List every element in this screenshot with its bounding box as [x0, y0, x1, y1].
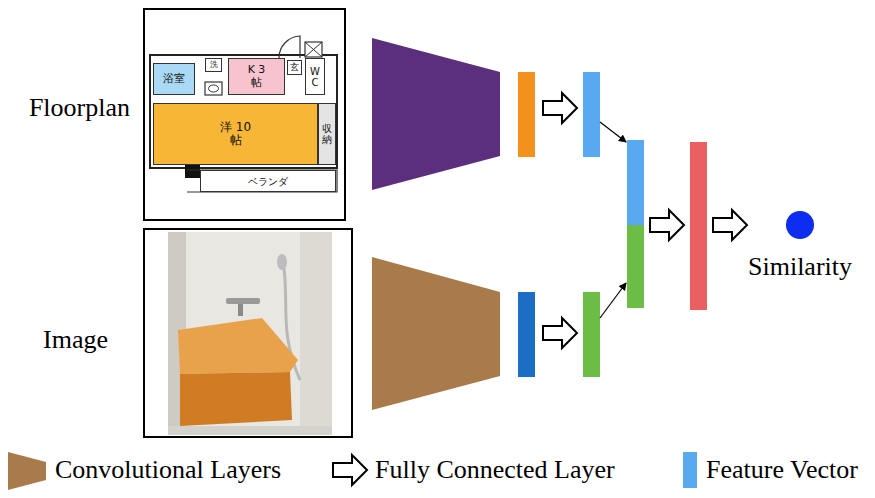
conv-layers	[372, 257, 500, 410]
fc-arrow	[543, 318, 577, 348]
room: K 3帖	[228, 58, 285, 95]
wc-cross	[305, 42, 322, 57]
panel-heading: Floorplan	[29, 93, 130, 123]
room: 浴室	[153, 63, 195, 95]
feature-bar	[518, 292, 535, 377]
output-label: Similarity	[748, 252, 852, 282]
photo-panel: Image	[143, 228, 353, 438]
photo-wall	[168, 232, 332, 435]
panel-heading: Image	[43, 325, 108, 355]
concat-line	[600, 122, 626, 142]
similarity-dot: Similarity	[786, 211, 814, 239]
room-label: 洗	[210, 61, 218, 70]
room-label: 浴室	[163, 73, 185, 85]
floorplan-drawing	[150, 36, 337, 192]
faucet	[226, 298, 260, 304]
sink-bowl	[209, 85, 219, 92]
feature-vector	[583, 292, 600, 377]
concat-vector	[627, 140, 644, 225]
feature-bar	[518, 72, 535, 157]
balcony-rail	[187, 170, 337, 192]
room: 洋 10帖	[153, 103, 318, 165]
room-label: ベランダ	[248, 176, 288, 187]
legend-fc-sample	[333, 455, 367, 485]
fc-arrow	[650, 210, 684, 240]
room: ベランダ	[200, 170, 336, 192]
tub-front	[180, 372, 292, 426]
legend-conv-sample	[8, 452, 46, 490]
fc-vector	[690, 142, 707, 310]
fc-arrow	[543, 93, 577, 123]
room: 玄	[287, 60, 302, 75]
conv-layers	[372, 38, 500, 190]
door-arc	[279, 36, 300, 58]
tub-rim	[178, 318, 298, 374]
photo-floor	[168, 426, 332, 435]
spout	[238, 304, 243, 316]
shower-head	[277, 254, 287, 270]
photo-wall-right	[300, 232, 332, 435]
room-label: W C	[310, 66, 320, 88]
legend-text: Feature Vector	[706, 455, 858, 485]
concat-vector	[627, 225, 644, 308]
plan-wall	[150, 55, 337, 168]
sink	[205, 82, 222, 95]
room-label: 玄	[290, 63, 299, 73]
room-label: K 3帖	[242, 64, 271, 88]
room: 収納	[318, 103, 336, 165]
legend-text: Convolutional Layers	[55, 455, 281, 485]
room-label: 収納	[322, 123, 332, 145]
bathroom-photo	[168, 232, 332, 435]
legend-text: Fully Connected Layer	[375, 455, 615, 485]
room: W C	[305, 58, 325, 95]
room: 洗	[205, 58, 222, 72]
legend-swatch	[683, 452, 697, 488]
floorplan-panel: Floorplan浴室洗K 3帖玄W C洋 10帖収納ベランダ	[143, 8, 346, 221]
concat-line	[600, 283, 626, 318]
wc-box	[305, 42, 322, 57]
feature-vector	[583, 72, 600, 157]
room-label: 洋 10帖	[220, 121, 251, 147]
fc-arrow	[713, 210, 747, 240]
